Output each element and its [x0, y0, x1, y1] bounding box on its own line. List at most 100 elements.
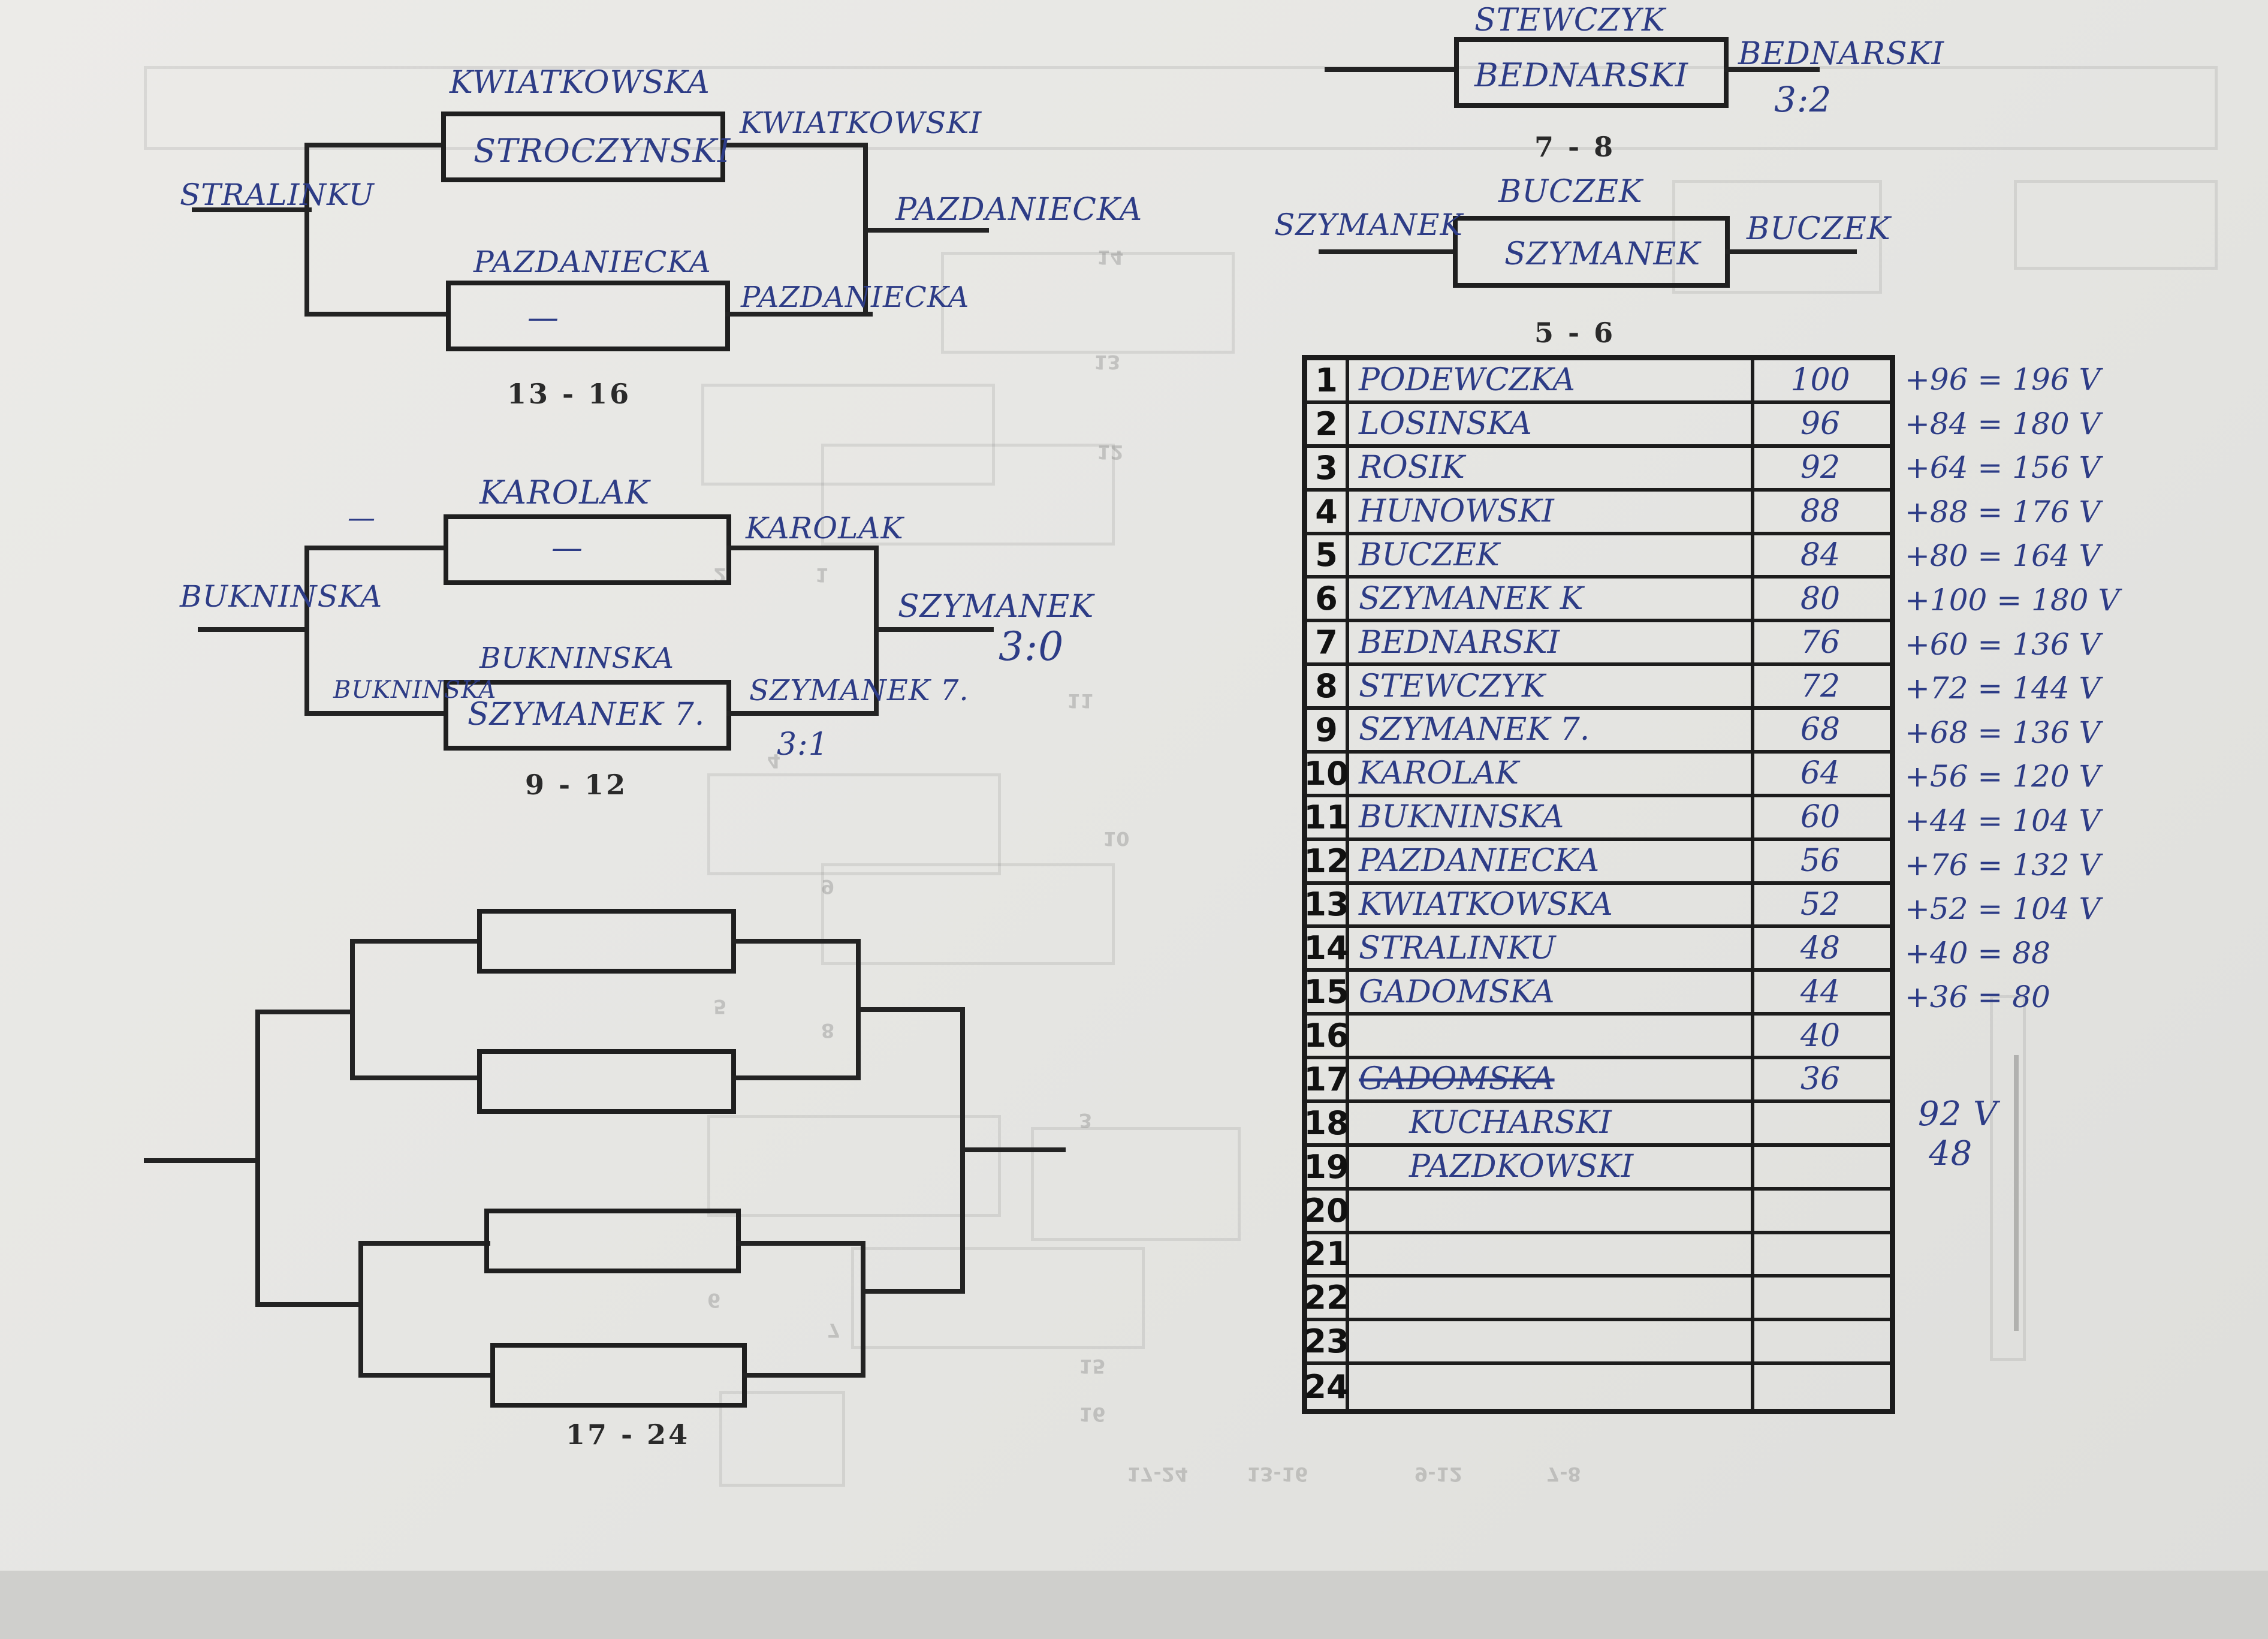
bracket-connector — [731, 939, 861, 944]
winner-name: PAZDANIECKA — [895, 192, 1143, 228]
side-note: 92 V — [1918, 1095, 1998, 1134]
points-total: +68 = 136 V — [1905, 715, 2101, 750]
rank-number: 16 — [1304, 1016, 1349, 1056]
entry-line — [1325, 67, 1459, 72]
entry-line — [192, 207, 312, 212]
points-value: 88 — [1800, 493, 1841, 530]
player-name: — — [527, 300, 559, 336]
ghost-number: 17-24 — [1127, 1463, 1189, 1486]
entry-line — [198, 627, 309, 632]
column-divider — [1751, 1102, 1754, 1143]
player-name: PAZDANIECKA — [473, 245, 711, 279]
rank-number: 1 — [1307, 360, 1349, 400]
player-name: — — [551, 530, 583, 566]
match-slot — [477, 1049, 736, 1114]
rank-number: 14 — [1304, 928, 1349, 969]
bracket-connector — [304, 312, 448, 317]
player-name: ROSIK — [1359, 450, 1465, 486]
standings-row: 22 — [1304, 1278, 1890, 1322]
match-slot — [446, 281, 730, 351]
standings-row: 20 — [1304, 1190, 1890, 1234]
player-name: KWIATKOWSKA — [1359, 886, 1613, 923]
bracket-connector — [304, 143, 309, 317]
bracket-connector — [725, 312, 873, 317]
player-name: BUKNINSKA — [1359, 799, 1564, 836]
column-divider — [1751, 535, 1754, 576]
bracket-caption: 17 - 24 — [566, 1418, 690, 1451]
rank-number: 9 — [1307, 710, 1349, 750]
column-divider — [1751, 491, 1754, 532]
column-divider — [1751, 666, 1754, 706]
points-value: 36 — [1800, 1061, 1841, 1098]
winner-line — [1724, 67, 1820, 72]
points-value — [1754, 1147, 1886, 1187]
column-divider — [1751, 360, 1754, 400]
player-name: STROCZYNSKI — [473, 132, 731, 170]
points-value — [1754, 1365, 1886, 1409]
column-divider — [1751, 797, 1754, 837]
match-slot — [484, 1209, 741, 1273]
points-value: 52 — [1800, 886, 1841, 923]
player-name: PODEWCZKA — [1359, 362, 1575, 399]
points-total: +52 = 104 V — [1905, 891, 2101, 927]
points-value: 92 — [1800, 450, 1841, 486]
bracket-connector — [304, 546, 448, 550]
player-name: GADOMSKA — [1359, 1061, 1555, 1098]
rank-number: 10 — [1304, 753, 1349, 794]
rank-number: 4 — [1307, 491, 1349, 532]
column-divider — [1751, 1234, 1754, 1275]
bracket-connector — [350, 939, 479, 944]
points-value: 76 — [1800, 624, 1841, 661]
bracket-connector — [736, 1241, 865, 1246]
rank-number: 13 — [1304, 884, 1349, 925]
points-value: 96 — [1800, 406, 1841, 442]
winner-name: SZYMANEK — [898, 589, 1094, 625]
standings-row: 21 — [1304, 1234, 1890, 1278]
player-name: GADOMSKA — [1359, 974, 1555, 1010]
column-divider — [1751, 710, 1754, 750]
column-divider — [1751, 447, 1754, 488]
match-score: 3:2 — [1774, 79, 1832, 120]
column-divider — [1751, 1059, 1754, 1099]
winner-line — [863, 228, 989, 233]
player-name: KUCHARSKI — [1409, 1105, 1612, 1141]
match-slot — [444, 514, 731, 585]
entry-line — [144, 1158, 260, 1163]
bracket-caption: 7 - 8 — [1534, 131, 1616, 163]
player-name: PAZDANIECKA — [1359, 843, 1600, 879]
points-total: +84 = 180 V — [1905, 406, 2101, 441]
bracket-caption: 5 - 6 — [1534, 317, 1616, 349]
points-total: +72 = 144 V — [1905, 671, 2101, 706]
ghost-number: 1 — [815, 564, 829, 586]
rank-number: 21 — [1304, 1234, 1349, 1275]
points-value: 68 — [1800, 712, 1841, 748]
column-divider — [1751, 753, 1754, 794]
column-divider — [1751, 1321, 1754, 1362]
player-name: PAZDANIECKA — [741, 281, 970, 314]
points-value: 80 — [1800, 580, 1841, 617]
bracket-connector — [304, 711, 448, 716]
player-name: KAROLAK — [479, 474, 650, 511]
rank-number: 22 — [1304, 1278, 1349, 1318]
ghost-number: 15 — [1079, 1355, 1106, 1378]
points-total: +40 = 88 — [1905, 935, 2050, 971]
points-value — [1754, 1191, 1886, 1231]
player-name: SZYMANEK — [1504, 236, 1701, 272]
ghost-number: 9-12 — [1415, 1463, 1463, 1486]
bracket-connector — [358, 1241, 490, 1246]
rank-number: 23 — [1304, 1321, 1349, 1362]
